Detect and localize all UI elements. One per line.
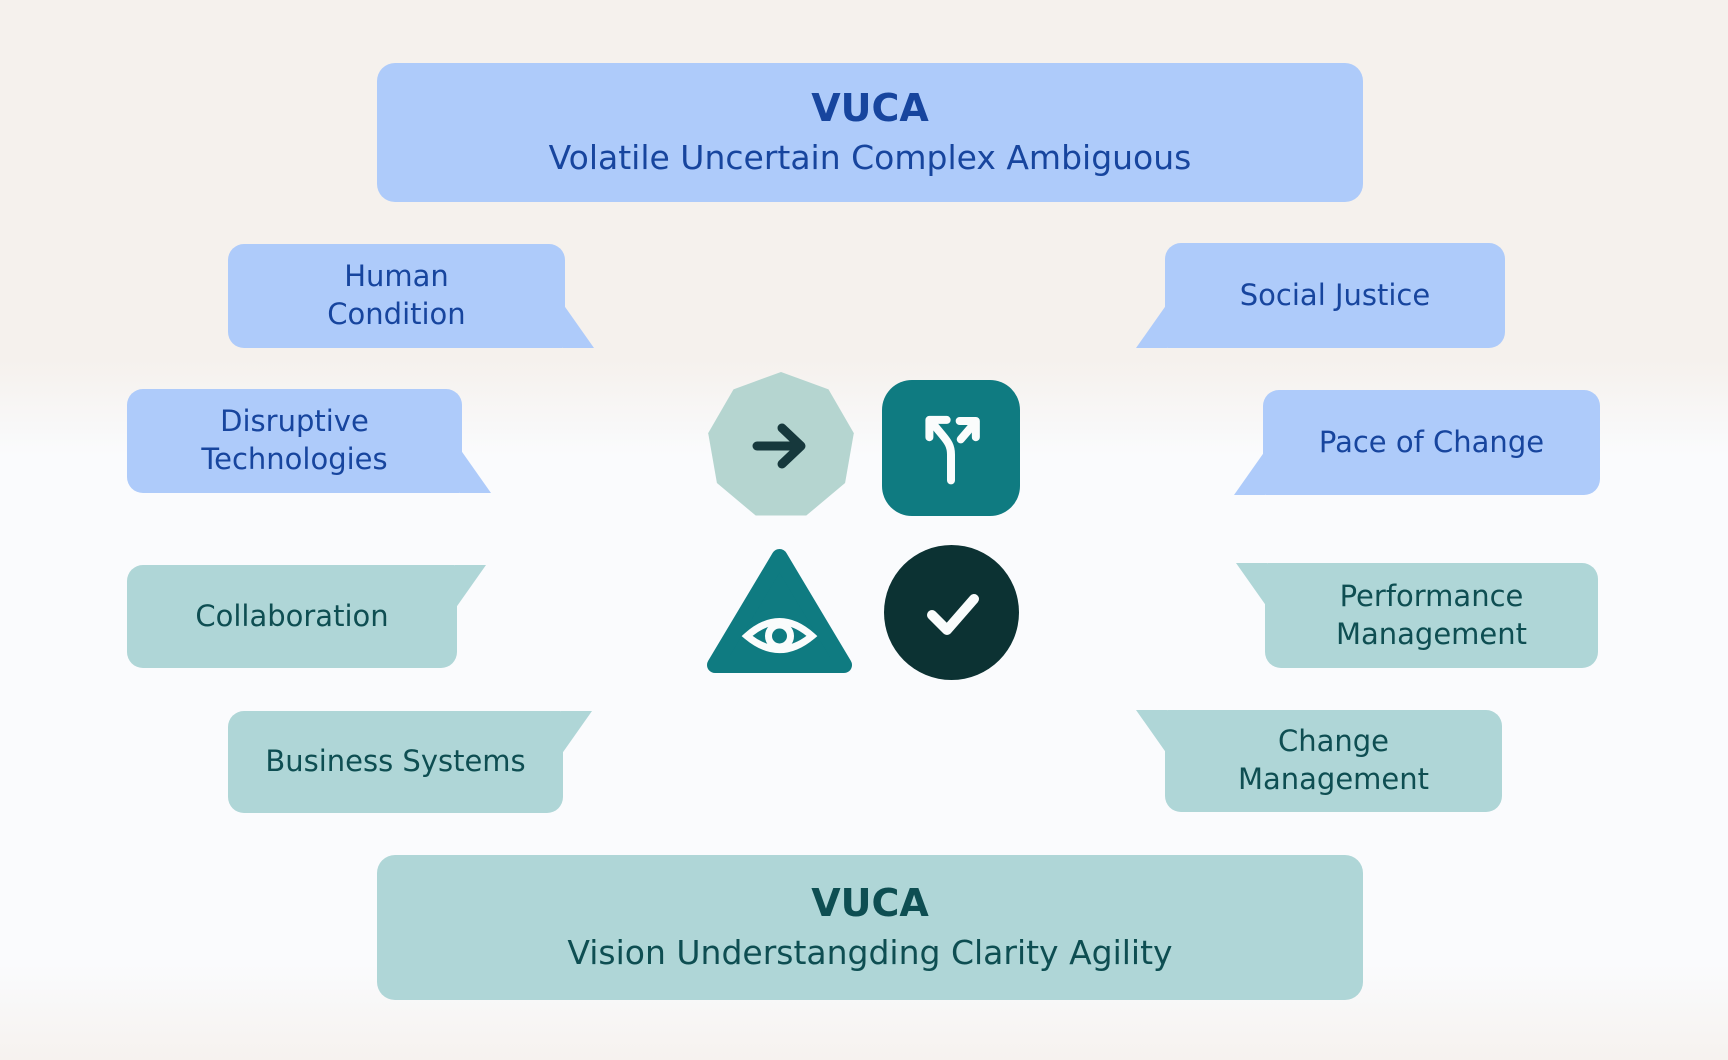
bubble-change-management: Change Management xyxy=(1165,710,1502,812)
bubble-collaboration: Collaboration xyxy=(127,565,457,668)
bubble-pace-of-change: Pace of Change xyxy=(1263,390,1600,495)
bubble-social-justice: Social Justice xyxy=(1165,243,1505,348)
bottom-banner-vuca-positive: VUCA Vision Understangding Clarity Agili… xyxy=(377,855,1363,1000)
split-path-icon xyxy=(882,380,1020,516)
bottom-banner-title: VUCA xyxy=(811,881,929,926)
bubble-label: Social Justice xyxy=(1239,277,1431,312)
bubble-label: Performance Management xyxy=(1335,578,1528,651)
eye-triangle-glyph xyxy=(707,549,852,673)
bubble-disruptive-technologies: Disruptive Technologies xyxy=(127,389,462,493)
bubble-label: Change Management xyxy=(1237,724,1430,796)
eye-icon xyxy=(703,541,856,681)
check-glyph xyxy=(926,593,979,635)
bubble-label: Disruptive Technologies xyxy=(201,404,388,476)
top-banner-title: VUCA xyxy=(811,86,929,131)
arrow-right-icon xyxy=(708,372,854,516)
split-path-glyph xyxy=(925,415,980,485)
bubble-human-condition: Human Condition xyxy=(228,244,565,348)
top-banner-subtitle: Volatile Uncertain Complex Ambiguous xyxy=(548,137,1192,177)
arrow-right-glyph xyxy=(752,423,806,469)
bubble-label: Collaboration xyxy=(195,598,389,633)
bubble-label: Pace of Change xyxy=(1318,424,1545,459)
check-icon xyxy=(884,545,1019,680)
top-banner-vuca-negative: VUCA Volatile Uncertain Complex Ambiguou… xyxy=(377,63,1363,202)
bubble-label: Business Systems xyxy=(265,744,526,779)
bottom-banner-subtitle: Vision Understangding Clarity Agility xyxy=(567,932,1173,972)
bubble-performance-management: Performance Management xyxy=(1265,563,1598,668)
bubble-label: Human Condition xyxy=(327,259,466,331)
bubble-business-systems: Business Systems xyxy=(228,711,563,813)
